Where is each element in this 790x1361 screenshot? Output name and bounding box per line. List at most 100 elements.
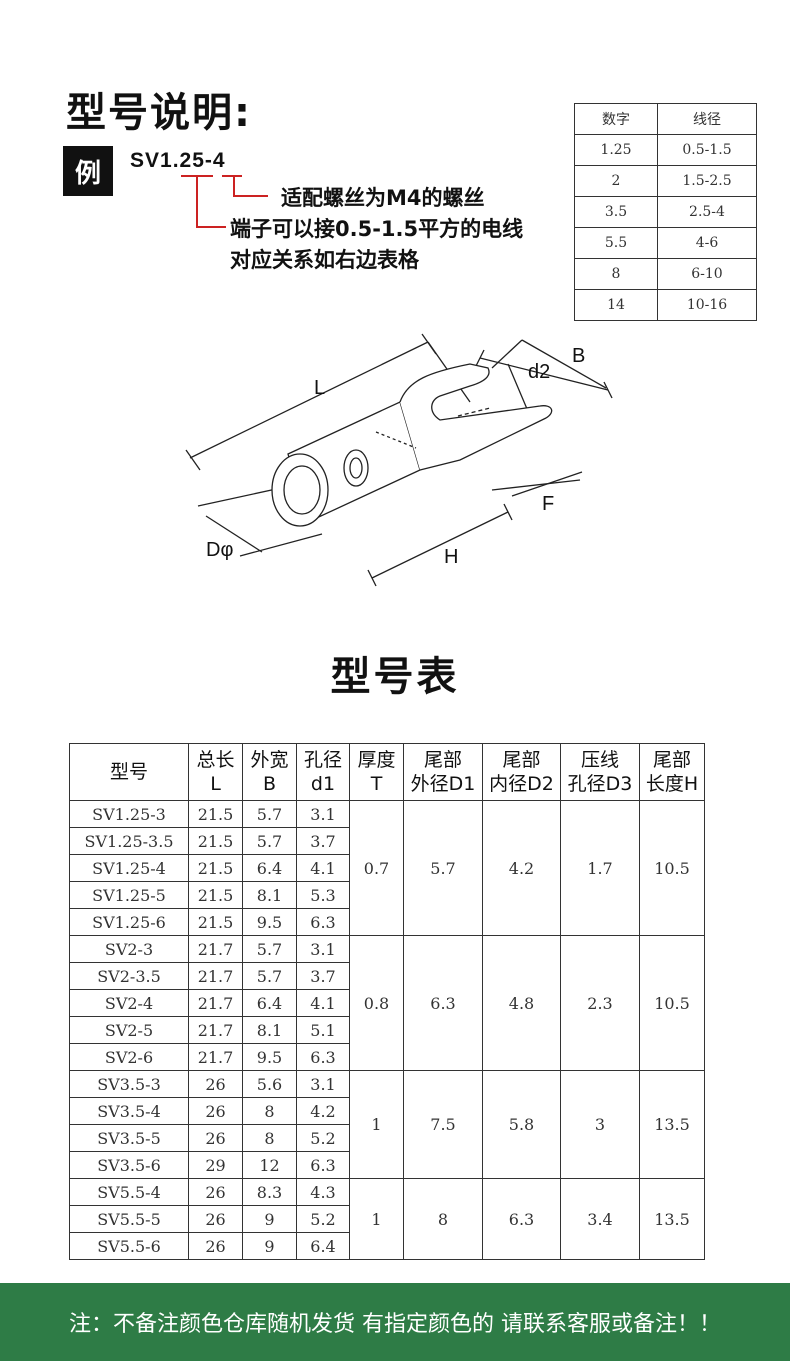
spec-cell: 9 [242, 1232, 297, 1260]
shared-spec-cell: 4.8 [482, 935, 561, 1071]
shared-spec-cell: 1 [349, 1178, 404, 1260]
spec-cell: 12 [242, 1151, 297, 1179]
spec-cell: 21.7 [188, 935, 243, 963]
model-cell: SV2-4 [69, 989, 189, 1017]
shared-spec-cell: 4.2 [482, 800, 561, 936]
table-cell: 1.5-2.5 [657, 165, 757, 197]
spec-cell: 6.3 [296, 1043, 350, 1071]
spec-cell: 21.5 [188, 908, 243, 936]
model-cell: SV1.25-4 [69, 854, 189, 882]
shared-spec-cell: 13.5 [639, 1178, 705, 1260]
spec-cell: 9 [242, 1205, 297, 1233]
table-cell: 2 [574, 165, 658, 197]
spec-cell: 5.3 [296, 881, 350, 909]
spec-cell: 26 [188, 1097, 243, 1125]
model-cell: SV2-5 [69, 1016, 189, 1044]
spec-cell: 8 [242, 1097, 297, 1125]
spec-cell: 6.4 [296, 1232, 350, 1260]
spec-cell: 8.1 [242, 881, 297, 909]
model-cell: SV3.5-6 [69, 1151, 189, 1179]
spec-cell: 9.5 [242, 1043, 297, 1071]
label-F: F [542, 493, 554, 515]
shared-spec-cell: 5.8 [482, 1070, 561, 1179]
dim-line-F [491, 479, 581, 491]
spec-table-title: 型号表 [330, 654, 460, 700]
model-cell: SV3.5-4 [69, 1097, 189, 1125]
shared-spec-cell: 7.5 [403, 1070, 483, 1179]
spec-cell: 9.5 [242, 908, 297, 936]
table-cell: 8 [574, 258, 658, 290]
page-title: 型号说明: [66, 90, 252, 136]
model-cell: SV1.25-3 [69, 800, 189, 828]
model-cell: SV3.5-5 [69, 1124, 189, 1152]
spec-cell: 5.7 [242, 962, 297, 990]
spec-cell: 8.1 [242, 1016, 297, 1044]
spec-cell: 29 [188, 1151, 243, 1179]
table-cell: 5.5 [574, 227, 658, 259]
spec-cell: 3.7 [296, 962, 350, 990]
dim-line-L [189, 341, 429, 459]
shared-spec-cell: 8 [403, 1178, 483, 1260]
spec-cell: 5.1 [296, 1016, 350, 1044]
spec-cell: 21.5 [188, 854, 243, 882]
table-cell: 4-6 [657, 227, 757, 259]
shared-spec-cell: 13.5 [639, 1070, 705, 1179]
label-B: B [572, 345, 585, 367]
shared-spec-cell: 6.3 [482, 1178, 561, 1260]
label-D: Dφ [206, 539, 233, 561]
spec-cell: 4.3 [296, 1178, 350, 1206]
terminal-diagram: L B d2 F H Dφ [185, 333, 613, 587]
shared-spec-cell: 0.7 [349, 800, 404, 936]
shared-spec-cell: 1 [349, 1070, 404, 1179]
spec-cell: 21.7 [188, 962, 243, 990]
spec-cell: 21.5 [188, 881, 243, 909]
shared-spec-cell: 10.5 [639, 935, 705, 1071]
spec-cell: 21.7 [188, 1043, 243, 1071]
spec-cell: 5.7 [242, 800, 297, 828]
spec-cell: 4.1 [296, 989, 350, 1017]
shared-spec-cell: 3 [560, 1070, 640, 1179]
spec-cell: 4.2 [296, 1097, 350, 1125]
header-tail-h: 尾部长度H [639, 743, 705, 801]
shared-spec-cell: 6.3 [403, 935, 483, 1071]
shared-spec-cell: 5.7 [403, 800, 483, 936]
wire-table-header: 数字 [574, 103, 658, 135]
spec-cell: 21.7 [188, 1016, 243, 1044]
wire-table-header: 线径 [657, 103, 757, 135]
spec-cell: 5.2 [296, 1205, 350, 1233]
table-cell: 1.25 [574, 134, 658, 166]
callout-screw-line [233, 176, 268, 197]
label-H: H [444, 546, 458, 568]
spec-cell: 3.7 [296, 827, 350, 855]
dim-line-B [479, 357, 609, 391]
table-cell: 2.5-4 [657, 196, 757, 228]
footer-notice: 注：不备注颜色仓库随机发货 有指定颜色的 请联系客服或备注！！ [0, 1283, 790, 1361]
spec-cell: 5.7 [242, 827, 297, 855]
model-cell: SV5.5-6 [69, 1232, 189, 1260]
shared-spec-cell: 10.5 [639, 800, 705, 936]
spec-cell: 4.1 [296, 854, 350, 882]
spec-cell: 6.4 [242, 989, 297, 1017]
spec-cell: 5.6 [242, 1070, 297, 1098]
spec-cell: 3.1 [296, 1070, 350, 1098]
note-screw: 适配螺丝为M4的螺丝 [281, 186, 485, 210]
spec-cell: 26 [188, 1232, 243, 1260]
dim-line-D [205, 515, 263, 553]
table-cell: 0.5-1.5 [657, 134, 757, 166]
header-inner-d2: 尾部内径D2 [482, 743, 561, 801]
